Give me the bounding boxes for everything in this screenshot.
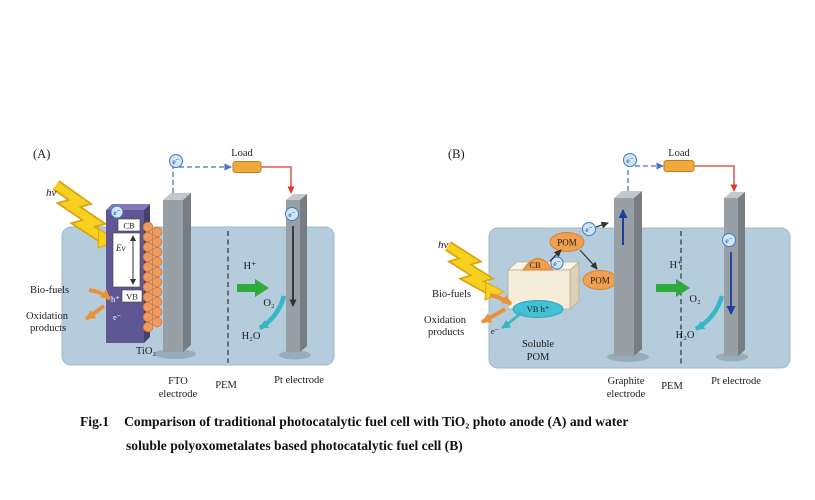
caption-line-2: soluble polyoxometalates based photocata…	[126, 438, 463, 453]
fto-electrode	[154, 193, 196, 359]
electron-label-vb-a: e⁻	[113, 312, 121, 322]
fto-label-line2: electrode	[159, 389, 198, 400]
panel-a: (A) hν CB Ev VB h⁺	[26, 147, 335, 400]
cb-box-a	[117, 218, 141, 232]
load-label-a: Load	[231, 148, 253, 159]
svg-text:e⁻: e⁻	[725, 236, 732, 245]
pom-shuttle-2: POM	[582, 270, 618, 290]
o2-label-a: O₂	[263, 298, 275, 309]
pt-electrode-a	[279, 194, 311, 360]
tio2-label: TiO₂	[136, 346, 157, 357]
biofuels-arrow-a	[88, 288, 112, 301]
hv-label-a: hν	[46, 187, 57, 199]
circuit-wire-red-b	[694, 165, 738, 192]
proton-label-b: H⁺	[669, 260, 682, 271]
caption-text-line1: Comparison of traditional photocatalytic…	[124, 414, 629, 429]
svg-text:e⁻: e⁻	[553, 259, 560, 268]
caption-fig-number: Fig.1	[80, 414, 110, 429]
pem-label-b: PEM	[661, 381, 683, 392]
load-resistor-a	[232, 161, 262, 173]
electron-sphere-cathode-b: e⁻	[722, 233, 736, 247]
proton-label-a: H⁺	[243, 261, 256, 272]
cb-label-a: CB	[123, 221, 135, 231]
circuit-wire-blue-a	[172, 163, 232, 193]
graphite-electrode	[607, 191, 649, 362]
load-resistor-b	[663, 160, 695, 172]
oxidation-label-b-1: Oxidation	[424, 315, 467, 326]
fto-label-line1: FTO	[168, 376, 188, 387]
pt-label-a: Pt electrode	[274, 375, 324, 386]
diagram: (A) hν CB Ev VB h⁺	[26, 147, 791, 400]
oxidation-arrow-a	[84, 304, 106, 321]
o2-label-b: O₂	[689, 294, 701, 305]
hole-label-a: h⁺	[111, 294, 120, 304]
svg-text:e⁻: e⁻	[585, 225, 592, 234]
lightning-icon-b	[445, 241, 506, 301]
svg-text:POM: POM	[590, 276, 610, 286]
ev-label-a: Ev	[115, 243, 126, 253]
svg-text:e⁻: e⁻	[113, 208, 120, 217]
oxidation-label-a-1: Oxidation	[26, 311, 69, 322]
figure-caption: Fig.1 Comparison of traditional photocata…	[0, 414, 815, 454]
graphite-label-line2: electrode	[607, 389, 646, 400]
o2-reduction-arrow-b	[694, 295, 725, 331]
electron-sphere-pom-b: e⁻	[582, 222, 596, 236]
electron-sphere-circuit-b: e⁻	[623, 153, 637, 167]
vb-label-a: VB	[126, 292, 138, 302]
panel-b: (B) hν CB VB h⁺ e⁻ Soluble POM	[424, 147, 791, 400]
biofuels-label-a: Bio-fuels	[30, 285, 69, 296]
soluble-pom-label-line1: Soluble	[522, 339, 554, 350]
svg-text:e⁻: e⁻	[288, 210, 295, 219]
oxidation-label-b-2: products	[428, 327, 464, 338]
bandgap-window	[112, 232, 141, 288]
vb-box-a	[121, 289, 143, 303]
svg-text:POM: POM	[557, 238, 577, 248]
load-label-b: Load	[668, 148, 690, 159]
bandgap-arrow	[130, 235, 136, 285]
o2-reduction-arrow-a	[258, 295, 287, 330]
electron-sphere-cathode-a: e⁻	[285, 207, 299, 221]
biofuels-label-b: Bio-fuels	[432, 289, 471, 300]
caption-line-1: Fig.1 Comparison of traditional photocata…	[0, 414, 815, 430]
svg-text:e⁻: e⁻	[626, 156, 633, 165]
tio2-nanoparticles	[142, 221, 163, 333]
electron-sphere-cb-a: e⁻	[110, 205, 124, 219]
oxidation-arrow-b	[481, 307, 507, 324]
oxidation-label-a-2: products	[30, 323, 66, 334]
vb-electron-arrow-b	[501, 312, 522, 330]
vb-label-b: VB h⁺	[527, 304, 550, 314]
hv-label-b: hν	[438, 239, 449, 251]
pt-label-b: Pt electrode	[711, 376, 761, 387]
biofuels-arrow-b	[489, 293, 513, 306]
electron-sphere-circuit-a: e⁻	[169, 154, 183, 168]
h2o-label-a: H₂O	[242, 331, 261, 342]
svg-text:e⁻: e⁻	[172, 157, 179, 166]
cb-label-b: CB	[529, 260, 541, 270]
proton-arrow-a	[237, 279, 269, 297]
panel-b-label: (B)	[448, 147, 465, 161]
soluble-pom-box: CB VB h⁺	[506, 258, 581, 318]
panel-a-label: (A)	[33, 147, 50, 161]
vb-ellipse-b	[512, 300, 564, 318]
cb-dome-b	[522, 258, 554, 271]
soluble-pom-label-line2: POM	[527, 352, 550, 363]
circuit-wire-blue-b	[627, 162, 664, 191]
h2o-label-b: H₂O	[676, 330, 695, 341]
pom-shuttle-1: POM	[549, 232, 585, 252]
electron-transfer-arrows-b	[549, 221, 624, 278]
pem-label-a: PEM	[215, 380, 237, 391]
graphite-label-line1: Graphite	[608, 376, 645, 387]
circuit-wire-red-a	[261, 166, 295, 194]
electron-label-vb-b: e⁻	[491, 326, 499, 336]
proton-arrow-b	[656, 279, 690, 297]
